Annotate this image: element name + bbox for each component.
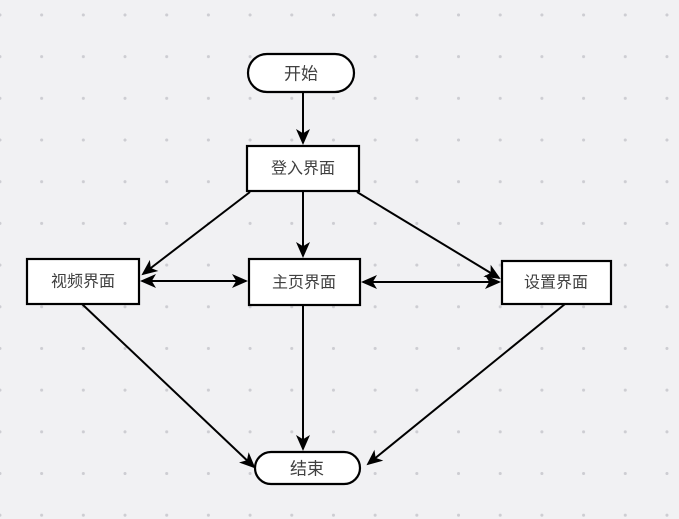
edge-login-to-settings[interactable] <box>356 191 501 280</box>
node-end-shape[interactable] <box>253 450 362 486</box>
node-login-shape[interactable] <box>245 144 361 193</box>
node-video-label: 视频界面 <box>51 273 115 291</box>
node-home-label: 主页界面 <box>272 274 336 292</box>
edge-video-to-end[interactable] <box>81 303 256 469</box>
node-settings-shape[interactable] <box>500 259 613 306</box>
node-start[interactable]: 开始 <box>246 52 356 94</box>
edge-settings-to-end[interactable] <box>366 303 566 466</box>
node-start-shape[interactable] <box>246 52 356 94</box>
node-end-label: 结束 <box>290 460 324 479</box>
node-video-shape[interactable] <box>25 257 141 306</box>
node-home-shape[interactable] <box>247 257 362 307</box>
node-home[interactable]: 主页界面 <box>247 257 362 307</box>
node-video[interactable]: 视频界面 <box>25 257 141 306</box>
node-start-label: 开始 <box>284 65 318 84</box>
node-login[interactable]: 登入界面 <box>245 144 361 193</box>
edge-login-to-video[interactable] <box>141 191 251 276</box>
node-settings[interactable]: 设置界面 <box>500 259 613 306</box>
node-settings-label: 设置界面 <box>524 274 588 292</box>
node-login-label: 登入界面 <box>271 160 335 178</box>
node-end[interactable]: 结束 <box>253 450 362 486</box>
